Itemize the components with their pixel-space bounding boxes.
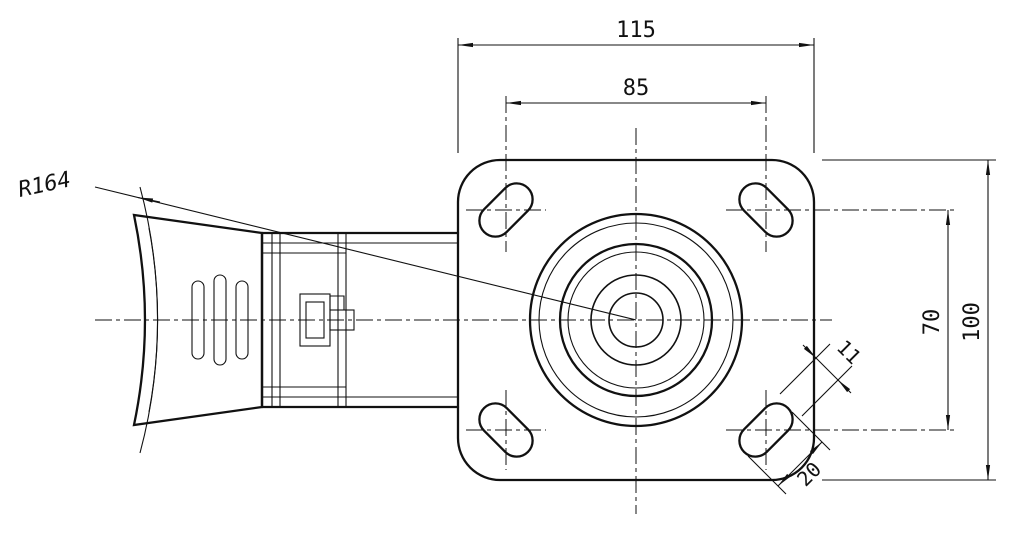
dimension-label-wheel-radius: R164	[16, 167, 73, 202]
dimension-label-slot-length: 20	[792, 457, 826, 491]
mounting-slot-top-left	[466, 96, 546, 252]
slot-outline	[478, 182, 534, 238]
brake-latch	[299, 293, 355, 347]
dimension-plate-height: 100	[822, 159, 996, 481]
bearing-circle	[538, 222, 734, 418]
center-bore	[608, 292, 664, 348]
dimension-line	[777, 441, 823, 487]
dimension-label-hole-spacing-width: 85	[623, 76, 650, 101]
slot-crosshair	[726, 390, 958, 470]
dimension-hole-spacing-width: 85	[506, 76, 766, 106]
bearing-circle	[528, 212, 744, 428]
wheel-tread-slots	[191, 274, 249, 366]
latch-tab	[329, 295, 345, 310]
arrow-line	[802, 344, 817, 359]
radius-leader-line	[94, 186, 637, 321]
slot-outline	[738, 182, 794, 238]
slot-outline	[478, 402, 534, 458]
slot-crosshair	[726, 96, 958, 252]
dimension-label-hole-spacing-height: 70	[920, 309, 945, 336]
mounting-slot-top-right	[726, 96, 958, 252]
mounting-slots	[466, 96, 958, 470]
dimension-slot-width: 11	[779, 335, 866, 417]
slot-crosshair	[466, 96, 546, 252]
fork-bracket	[260, 231, 460, 409]
wheel-outline	[132, 213, 264, 427]
tread-slot	[213, 274, 227, 366]
dimension-label-slot-width: 11	[832, 335, 866, 369]
bearing-circle	[567, 251, 705, 389]
bracket-outline	[260, 231, 460, 409]
arrow-line	[837, 379, 852, 394]
slot-crosshair	[466, 390, 546, 470]
center-lines	[95, 128, 832, 514]
tread-slot	[235, 280, 249, 360]
dimension-plate-width: 115	[457, 18, 815, 153]
slot-outline	[738, 402, 794, 458]
extension-lines	[779, 343, 853, 417]
dimension-hole-spacing-height: 70	[920, 210, 951, 430]
mounting-slot-bottom-left	[466, 390, 546, 470]
dimension-line	[815, 357, 839, 381]
extension-lines	[822, 159, 996, 481]
mounting-slot-bottom-right	[726, 390, 958, 470]
dimension-label-plate-height: 100	[960, 302, 985, 342]
latch-pin	[329, 309, 355, 331]
extension-lines	[457, 38, 815, 153]
bearing-circle	[558, 242, 714, 398]
plate-outline	[456, 158, 816, 482]
dimension-wheel-radius: R164	[16, 167, 637, 454]
tread-slot	[191, 280, 205, 360]
radius-reference-arc	[139, 186, 159, 454]
extension-lines	[747, 411, 831, 495]
radius-arrow	[137, 196, 161, 203]
latch-inner	[305, 301, 325, 339]
dimension-label-plate-width: 115	[616, 18, 656, 43]
mounting-plate	[456, 96, 958, 482]
bearing-circle	[590, 274, 682, 366]
bracket-flange-lines	[262, 233, 458, 407]
dimension-slot-length: 20	[747, 411, 831, 495]
swivel-bearing-circles	[528, 212, 744, 428]
